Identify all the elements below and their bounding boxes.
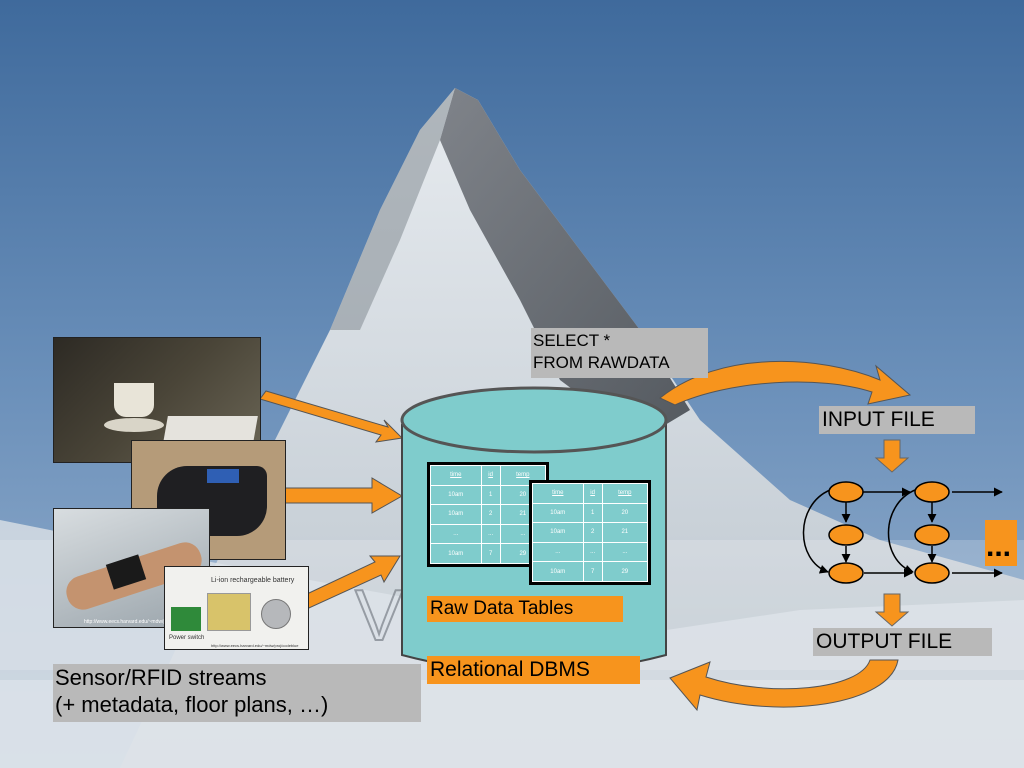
raw-data-tables-label: Raw Data Tables (427, 596, 623, 622)
power-switch-label: Power switch (169, 635, 205, 641)
url-caption-2: http://www.eecs.harvard.edu/~mdw/proj/co… (211, 643, 299, 648)
table-cell: 10am (430, 484, 482, 506)
table-cell: ... (480, 523, 501, 545)
workflow-graph (802, 487, 1003, 578)
coin-shape (261, 599, 291, 629)
table-cell: ... (582, 541, 603, 563)
sql-query-line-1: SELECT * (533, 331, 611, 350)
circuit-board-shape (171, 607, 201, 631)
table-cell: ... (601, 541, 649, 563)
table-cell: id (582, 483, 603, 504)
table-cell: ... (532, 541, 584, 563)
table-cell: 29 (601, 561, 649, 582)
sensor-streams-caption-line-1: Sensor/RFID streams (55, 665, 267, 690)
arrow-photo3-to-db (291, 555, 401, 614)
table-cell: temp (601, 483, 649, 504)
workflow-ellipsis-box (985, 520, 1017, 566)
table-cell: time (532, 483, 584, 504)
table-cell: 20 (601, 502, 649, 524)
table-cell: 1 (480, 484, 501, 506)
battery-label: Li-ion rechargeable battery (211, 577, 295, 584)
photo-battery-board: Li-ion rechargeable battery Power switch… (164, 566, 309, 650)
table-cell: ... (430, 523, 482, 545)
table-cell: 10am (532, 522, 584, 543)
table-cell: 10am (430, 504, 482, 525)
arrow-output-down (874, 593, 910, 627)
saucer-shape (104, 418, 164, 432)
table-cell: 10am (430, 543, 482, 564)
table-cell: 10am (532, 502, 584, 524)
workflow-nodes (828, 481, 950, 584)
arrow-photo1-to-db (259, 390, 404, 443)
sql-query-line-2: FROM RAWDATA (533, 353, 670, 372)
table-cell: 7 (480, 543, 501, 564)
table-cell: 10am (532, 561, 584, 582)
relational-dbms-label: Relational DBMS (427, 656, 640, 684)
sensor-streams-caption: Sensor/RFID streams (+ metadata, floor p… (53, 664, 421, 722)
battery-shape (207, 593, 251, 631)
output-file-label: OUTPUT FILE (813, 628, 992, 656)
table-cell: 21 (601, 522, 649, 543)
table-cell: 1 (582, 502, 603, 524)
url-caption-1: http://www.eecs.harvard.edu/~mdw/proj/co… (84, 619, 194, 625)
workflow-ellipsis: ... (986, 530, 1011, 563)
table-cell: 2 (582, 522, 603, 543)
sql-query-label: SELECT * FROM RAWDATA (531, 328, 708, 378)
cup-shape (114, 383, 154, 417)
arrow-query-to-input (659, 360, 912, 406)
table-cell: 2 (480, 504, 501, 525)
sensor-streams-caption-line-2: (+ metadata, floor plans, …) (55, 692, 329, 717)
sensor-board-shape (207, 469, 239, 483)
table-cell: 7 (582, 561, 603, 582)
input-file-label: INPUT FILE (819, 406, 975, 434)
arrow-output-to-dbms (669, 659, 899, 712)
mountain-shadow-ridge (330, 88, 455, 330)
table-cell: id (480, 465, 501, 486)
arrow-input-down (874, 439, 910, 473)
table-cell: time (430, 465, 482, 486)
